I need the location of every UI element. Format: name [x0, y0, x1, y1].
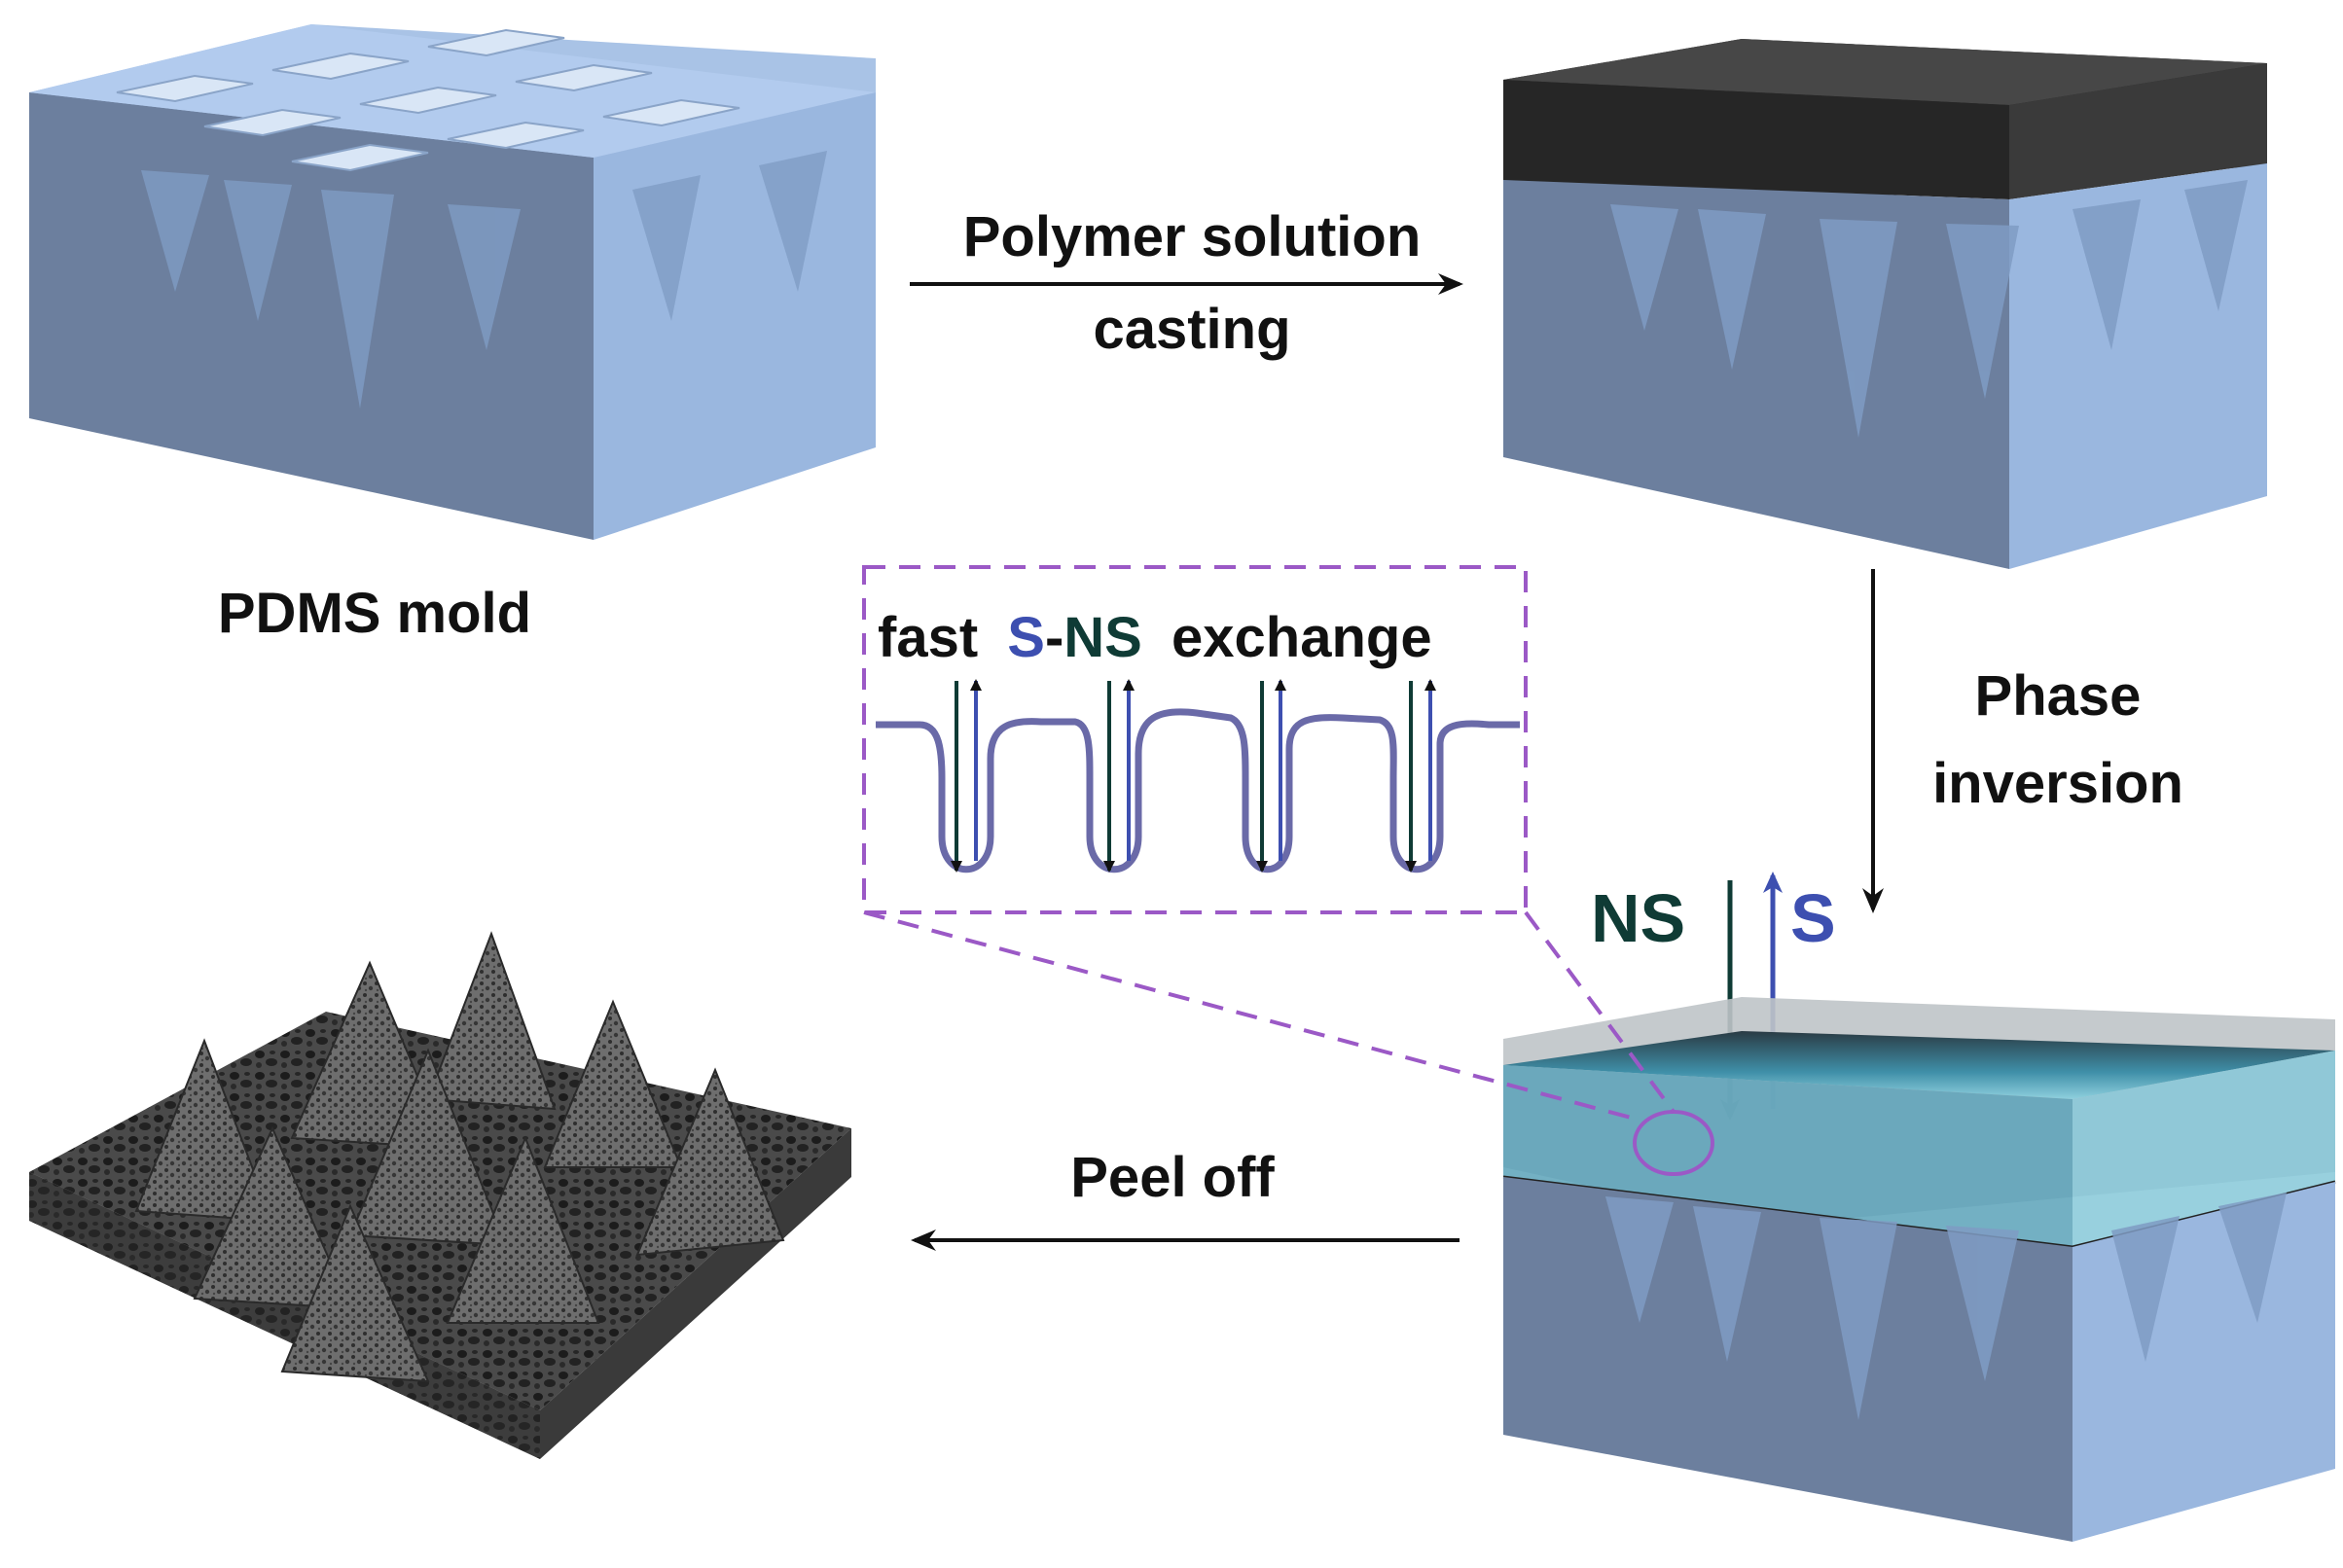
porous-cone-membrane	[29, 931, 851, 1459]
membrane-profile	[876, 708, 1520, 873]
inset-word-dash: -	[1045, 606, 1063, 669]
casting-label-line1: Polymer solution	[963, 205, 1422, 268]
peel-off-label: Peel off	[1070, 1146, 1275, 1209]
phase-inversion-block	[1502, 997, 2336, 1542]
cast-polymer-block	[1503, 39, 2267, 569]
casting-label-line2: casting	[1093, 298, 1290, 361]
s-label: S	[1790, 880, 1836, 956]
pdms-mold-label: PDMS mold	[218, 582, 531, 645]
inset-word-exchange: exchange	[1172, 606, 1432, 669]
pdms-mold-block	[29, 24, 876, 540]
inset-word-ns: NS	[1063, 606, 1142, 669]
ns-label: NS	[1591, 880, 1685, 956]
phase-label-line1: Phase	[1975, 664, 2142, 728]
phase-label-line2: inversion	[1932, 752, 2183, 815]
svg-text:fast S-NS exchange: fast S-NS exchange	[878, 606, 1432, 669]
exchange-inset: fast S-NS exchange	[862, 565, 1676, 1121]
inset-word-s: S	[1007, 606, 1045, 669]
inset-word-fast: fast	[878, 606, 978, 669]
